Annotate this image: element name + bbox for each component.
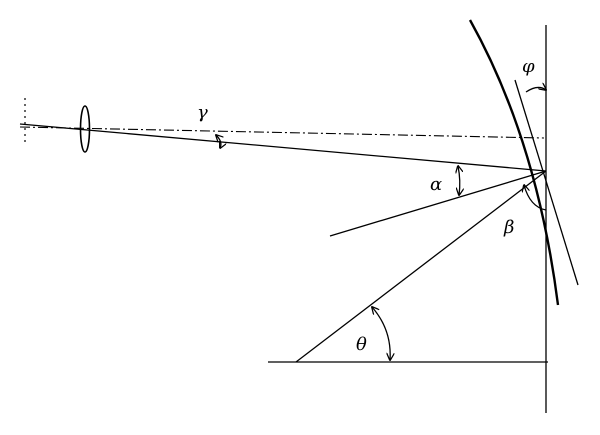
curved-surface [468,19,560,306]
label-phi: φ [522,56,535,77]
label-theta: θ [356,334,367,355]
label-gamma: γ [197,102,208,123]
sight-line [19,123,547,172]
phi-arc [525,87,546,93]
gamma-arc [216,135,221,148]
lower-ray [329,170,547,237]
base-ray [295,170,547,363]
alpha-arrow [458,166,460,195]
label-beta: β [503,217,514,238]
label-alpha: α [430,174,442,195]
tangent-line [514,79,579,286]
lens-ellipse-icon [79,105,91,153]
theta-arc [372,307,390,360]
beta-arc [524,185,547,211]
optical-axis [19,126,545,139]
